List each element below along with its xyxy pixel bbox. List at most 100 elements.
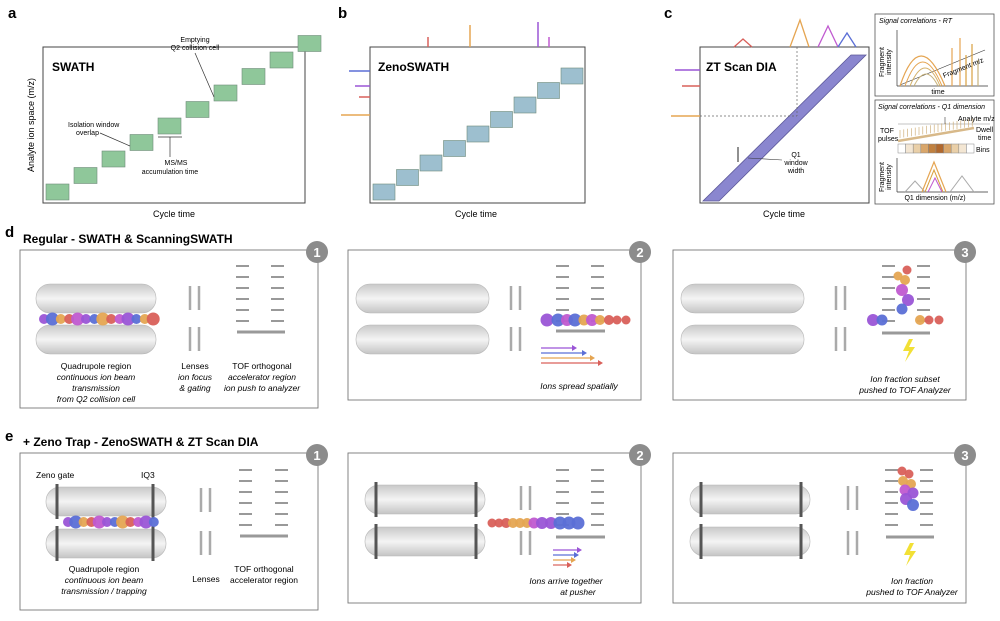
inset-q1-bins: Bins — [976, 147, 990, 154]
e2-velocity-arrows — [553, 547, 582, 568]
peak-c-blue — [837, 31, 857, 48]
panel-a: a SWATH Analyte ion space (m/z) Cycle ti… — [8, 5, 322, 219]
zeno-window — [396, 169, 419, 186]
e1-tof-cap-1: TOF orthogonal — [234, 564, 293, 574]
panel-d-letter: d — [5, 224, 14, 241]
annot-emptying: Emptying — [180, 37, 209, 44]
zeno-window — [513, 96, 537, 114]
d1-tof-cap-3: ion push to analyzer — [224, 383, 301, 393]
d1-ion-beam — [39, 312, 160, 326]
ion — [116, 515, 130, 529]
swath-window — [157, 117, 182, 135]
ion — [900, 275, 910, 285]
ion — [106, 314, 117, 324]
d-step-3: 3 Ion fraction subset pushed to TOF Anal… — [672, 241, 976, 401]
ion — [515, 518, 525, 528]
e2-badge — [629, 444, 651, 466]
d3-quad-rod-bottom — [680, 324, 805, 355]
inset-rt-title: Signal correlations - RT — [879, 18, 953, 25]
ion — [562, 516, 576, 530]
q1-bins — [897, 143, 975, 154]
swath-window — [129, 134, 154, 151]
ion — [902, 294, 914, 306]
e1-ion-beam — [63, 515, 159, 529]
ion — [571, 516, 585, 530]
panel-e-title: + Zeno Trap - ZenoSWATH & ZT Scan DIA — [23, 435, 259, 449]
row-e: e + Zeno Trap - ZenoSWATH & ZT Scan DIA … — [5, 428, 976, 611]
inset-q1-dwell-1: Dwell — [976, 127, 994, 134]
e-step-2: 2 Ions arrive together at pusher — [347, 444, 651, 604]
ion — [898, 476, 908, 486]
bin — [897, 143, 906, 154]
ion — [907, 499, 919, 511]
swath-window — [73, 167, 98, 184]
bin — [943, 143, 952, 154]
ion — [621, 315, 631, 325]
d3-caption-1: Ion fraction subset — [870, 374, 940, 384]
ion — [536, 517, 548, 529]
bin — [935, 143, 944, 154]
d2-velocity-arrows — [541, 345, 603, 366]
ion — [545, 517, 557, 529]
bin — [920, 143, 929, 154]
ion — [612, 315, 622, 325]
e3-ion-stack — [897, 466, 919, 511]
e1-quad-rod-bottom — [45, 528, 167, 559]
ion — [934, 315, 944, 325]
d2-ion-cloud — [540, 313, 631, 327]
panel-a-letter: a — [8, 5, 17, 22]
d3-badge — [954, 241, 976, 263]
d1-lens-cap-3: & gating — [179, 383, 210, 393]
ion — [553, 516, 567, 530]
swath-window — [269, 51, 294, 69]
ion — [139, 515, 153, 529]
ion — [55, 314, 66, 324]
d3-lightning-icon — [903, 339, 915, 362]
d1-lens-cap-1: Lenses — [181, 361, 208, 371]
ion — [904, 469, 914, 479]
d1-tof-cap-1: TOF orthogonal — [232, 361, 291, 371]
panel-b-xlabel: Cycle time — [455, 209, 497, 219]
d2-quad-rod-top — [355, 283, 490, 314]
inset-q1: Signal correlations - Q1 dimension Analy… — [874, 99, 995, 205]
inset-rt: Signal correlations - RT Fragment intens… — [874, 13, 995, 97]
e3-badge — [954, 444, 976, 466]
ion — [867, 314, 879, 326]
e1-lens-cap: Lenses — [192, 574, 219, 584]
e3-caption-1: Ion fraction — [891, 576, 933, 586]
ion — [595, 315, 605, 325]
zeno-window — [560, 67, 584, 85]
iq3-label: IQ3 — [141, 470, 155, 480]
ion — [125, 517, 136, 527]
ion — [551, 313, 565, 327]
ion — [897, 466, 907, 476]
d1-badge — [306, 241, 328, 263]
e2-tof-plates — [556, 469, 604, 526]
e1-quad-cap-1: Quadrupole region — [69, 564, 140, 574]
panel-c: c ZT Scan DIA Q1 window width Cycle time… — [664, 5, 995, 219]
annot-q2-cell: Q2 collision cell — [171, 45, 220, 52]
ion — [604, 315, 614, 325]
inset-q1-analyte: Analyte m/z — [958, 116, 995, 123]
d1-quad-rod-top — [35, 283, 157, 314]
d-step-2: 2 Ions spread spatially — [347, 241, 651, 401]
ion — [893, 271, 903, 281]
ion — [568, 313, 582, 327]
e1-badge-num: 1 — [313, 448, 320, 463]
e3-quad-rod-top — [689, 484, 811, 515]
e2-badge-num: 2 — [636, 448, 643, 463]
swath-window — [241, 68, 266, 85]
d1-tof-plates — [236, 265, 284, 322]
zeno-gate-label: Zeno gate — [36, 470, 75, 480]
panel-a-ylabel: Analyte ion space (m/z) — [26, 78, 36, 172]
ion — [896, 303, 908, 315]
e3-badge-num: 3 — [961, 448, 968, 463]
d2-tof-plates — [556, 265, 604, 322]
ion — [146, 312, 160, 326]
ion — [508, 518, 518, 528]
ion — [896, 284, 908, 296]
panel-c-letter: c — [664, 5, 672, 22]
panel-e-letter: e — [5, 428, 13, 445]
e1-quad-cap-3: transmission / trapping — [61, 586, 147, 596]
panel-b-title: ZenoSWATH — [378, 60, 449, 74]
